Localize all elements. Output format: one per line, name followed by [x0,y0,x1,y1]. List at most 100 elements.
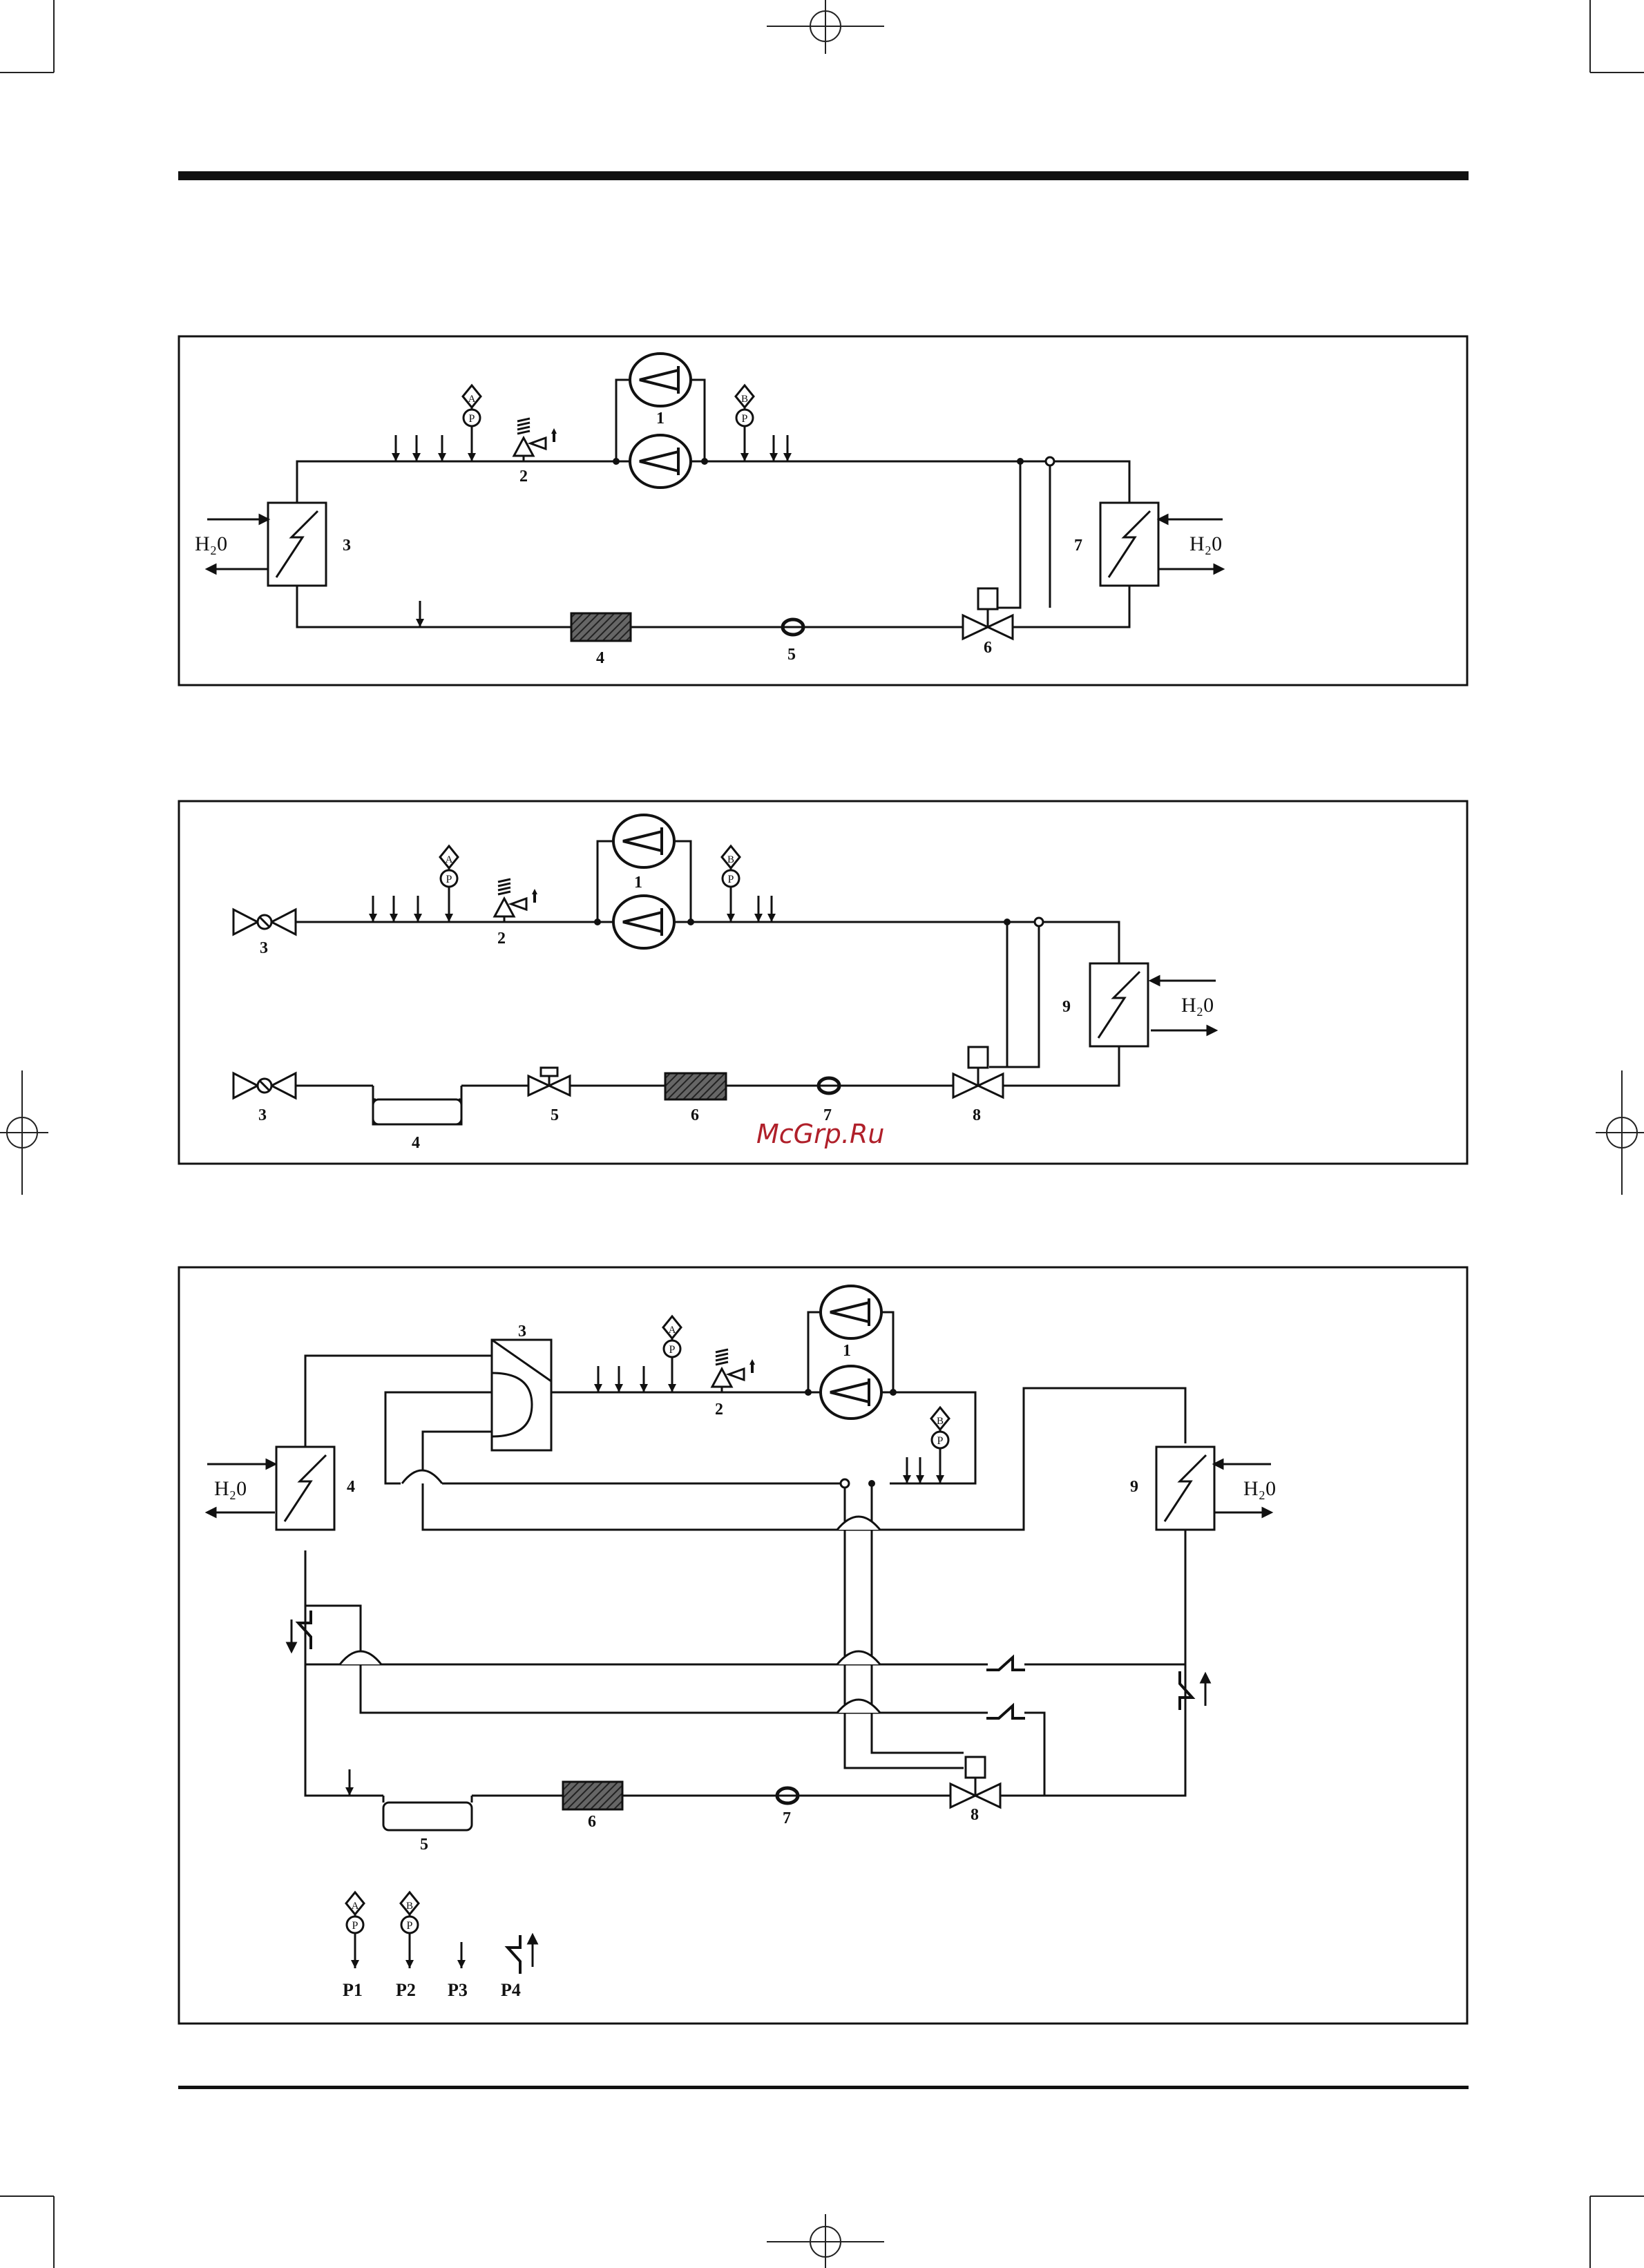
service-port-icon [416,601,424,627]
gauge-a-letter: A [468,394,476,405]
filter-drier-icon [665,1073,726,1099]
label-compressor: 1 [634,874,642,892]
service-port-icon [640,1366,648,1392]
h2o-label-right: H₂0 [1243,1477,1276,1500]
gauge-a-letter: A [446,854,453,865]
label-compressor: 1 [656,410,665,427]
label-cond-left: 3 [343,537,351,555]
gauge-p-letter: P [669,1344,676,1356]
safety-valve-icon [495,879,537,922]
label-valve: 8 [971,1806,979,1824]
diagram-3: H₂0 H₂0 A P B P 1 2 3 4 9 5 6 7 8 A P B … [179,1267,1467,2024]
gauge-p-letter: P [937,1435,944,1447]
shutoff-valve-icon [233,910,296,934]
legend-p1: P1 [343,1980,363,2000]
compressor-bottom-icon [613,896,674,948]
h2o-label-right: H₂0 [1189,532,1222,555]
legend-service-port-icon [457,1942,466,1968]
h2o-label-left: H₂0 [214,1477,247,1500]
four-way-valve-icon [492,1340,551,1450]
service-port-icon [615,1366,623,1392]
expansion-valve-icon [950,1757,1000,1807]
gauge-p-letter: P [728,874,734,885]
label-hx-right: 9 [1130,1478,1138,1496]
service-port-icon [916,1457,924,1483]
legend-gauge-b-letter: B [406,1901,413,1912]
header-rule [178,171,1469,180]
safety-valve-icon [514,419,557,461]
safety-valve-icon [712,1349,755,1392]
watermark: McGrp.Ru [756,1119,884,1149]
label-sight: 7 [783,1809,791,1827]
heat-exchanger-left-icon [276,1447,334,1530]
legend-gauge-p-letter: P [407,1920,413,1932]
compressor-top-icon [613,815,674,867]
service-port-icon [770,435,778,461]
label-four-way: 3 [518,1323,526,1340]
label-condenser: 9 [1062,998,1071,1016]
label-safety: 2 [497,930,506,948]
gauge-a-letter: A [669,1325,676,1336]
service-port-icon [414,896,422,922]
heat-exchanger-left-icon [268,503,326,586]
expansion-valve-icon [953,1047,1003,1097]
h2o-label-left: H₂0 [195,532,227,555]
condenser-icon [1090,963,1148,1046]
label-valve: 6 [984,639,992,657]
label-filter: 4 [596,649,604,667]
diagram-2: H₂0 A P B P 1 2 3 3 4 5 6 7 8 9 [179,801,1467,1164]
label-receiver: 5 [420,1836,428,1854]
label-safety: 2 [519,468,528,486]
service-port-icon [369,896,377,922]
service-port-icon [345,1769,354,1796]
service-port-icon [754,896,763,922]
heat-exchanger-right-icon [1156,1447,1214,1530]
compressor-top-icon [630,354,691,406]
check-valve-icon [986,1657,1025,1670]
legend-p4: P4 [501,1980,521,2000]
check-valve-icon [986,1706,1025,1718]
service-port-icon [438,435,446,461]
label-filter: 6 [588,1813,596,1831]
filter-drier-icon [571,613,631,641]
service-port-icon [903,1457,911,1483]
label-shutoff-bottom: 3 [258,1106,267,1124]
label-filter: 6 [691,1106,699,1124]
gauge-b-letter: B [937,1416,944,1427]
compressor-top-icon [821,1286,881,1338]
symbol-legend: A P B P P1 P2 P3 P4 [343,1892,537,2000]
label-cond-right: 7 [1074,537,1082,555]
legend-p3: P3 [448,1980,468,2000]
h2o-label: H₂0 [1181,994,1214,1017]
label-shutoff-top: 3 [260,939,268,957]
sight-glass-icon [819,1078,839,1093]
gauge-p-letter: P [742,413,748,425]
legend-gauge-a-letter: A [352,1901,359,1912]
legend-gauge-p-letter: P [352,1920,359,1932]
service-port-icon [412,435,421,461]
label-safety: 2 [715,1401,723,1419]
service-port-icon [392,435,400,461]
service-port-icon [390,896,398,922]
expansion-valve-icon [963,588,1013,639]
compressor-bottom-icon [630,435,691,488]
diagram-1: H₂0 H₂0 A P B P 1 2 3 7 4 5 6 [179,336,1467,685]
service-port-icon [783,435,792,461]
label-solenoid: 5 [551,1106,559,1124]
service-port-icon [767,896,776,922]
shutoff-valve-icon [233,1073,296,1098]
legend-p2: P2 [396,1980,416,2000]
compressor-bottom-icon [821,1366,881,1419]
label-valve: 8 [973,1106,981,1124]
solenoid-valve-icon [528,1068,570,1095]
gauge-b-letter: B [727,854,734,865]
legend-check-valve-icon [508,1935,520,1974]
sight-glass-icon [783,619,803,635]
label-receiver: 4 [412,1134,420,1152]
gauge-b-letter: B [741,394,748,405]
footer-rule [178,2086,1469,2089]
gauge-p-letter: P [446,874,452,885]
service-port-icon [594,1366,602,1392]
label-hx-left: 4 [347,1478,355,1496]
